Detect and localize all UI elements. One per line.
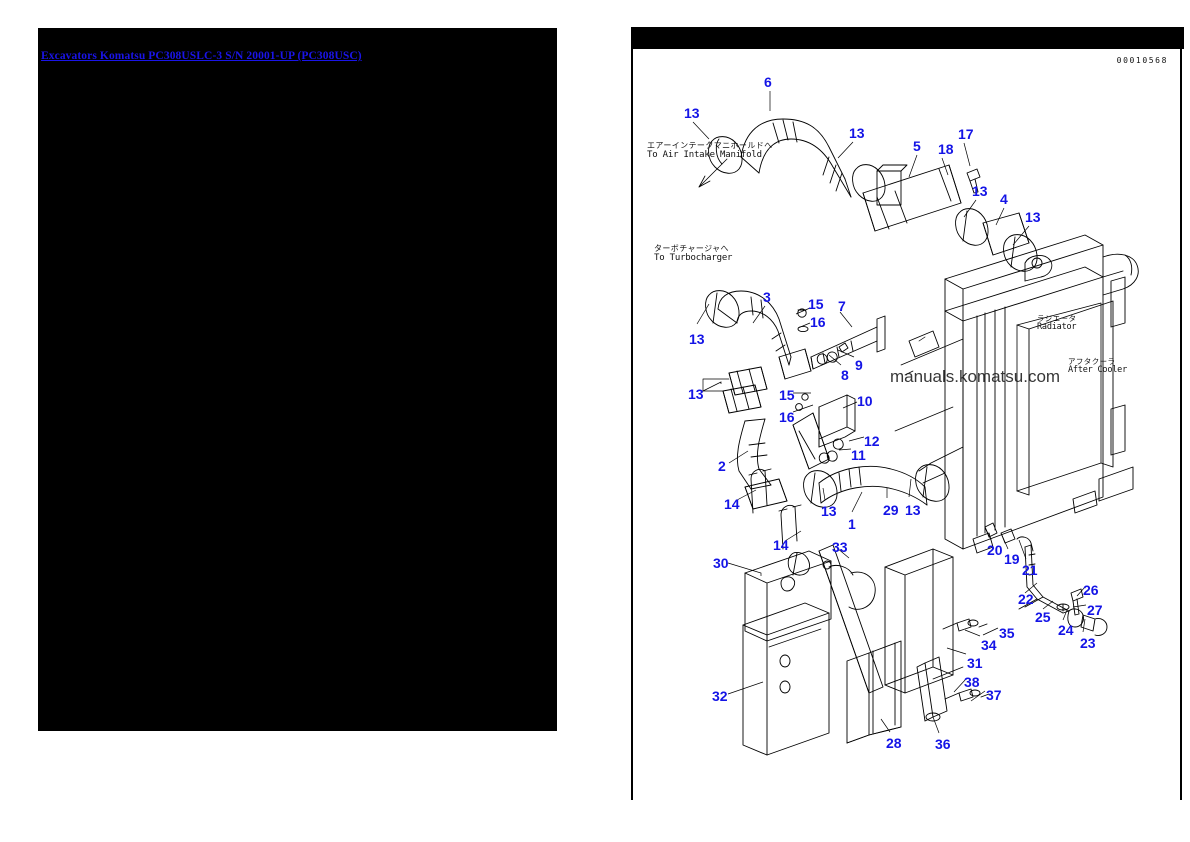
callout-number: 34 xyxy=(981,637,997,653)
callout-number: 13 xyxy=(821,503,837,519)
callout-number: 25 xyxy=(1035,609,1051,625)
callout-number: 28 xyxy=(886,735,902,751)
callout-number: 33 xyxy=(832,539,848,555)
callout-number: 15 xyxy=(808,296,824,312)
callout-number: 36 xyxy=(935,736,951,752)
callout-number: 14 xyxy=(773,537,789,553)
callout-number: 27 xyxy=(1087,602,1103,618)
callout-number: 24 xyxy=(1058,622,1074,638)
document-title-link[interactable]: Excavators Komatsu PC308USLC-3 S/N 20001… xyxy=(41,50,362,62)
callout-number: 6 xyxy=(764,74,772,90)
callout-number: 14 xyxy=(724,496,740,512)
annotation-en: Radiator xyxy=(1037,322,1077,333)
annotation-en: To Turbocharger xyxy=(654,252,733,263)
callout-number: 17 xyxy=(958,126,974,142)
sheet-code-label: 00010568 xyxy=(1116,56,1168,65)
annotation-en: To Air Intake Manifold xyxy=(647,149,762,160)
callout-number: 13 xyxy=(1025,209,1041,225)
callout-number: 29 xyxy=(883,502,899,518)
callout-number: 12 xyxy=(864,433,880,449)
callout-number: 21 xyxy=(1022,562,1038,578)
annotation-jp: ターボチャージャへ xyxy=(654,244,729,253)
callout-number: 2 xyxy=(718,458,726,474)
callout-number: 19 xyxy=(1004,551,1020,567)
callout-number: 22 xyxy=(1018,591,1034,607)
annotation-to-air-intake-manifold: エアーインテークマニホールドへ To Air Intake Manifold xyxy=(647,141,773,160)
annotation-after-cooler: アフタクーラ After Cooler xyxy=(1068,357,1128,376)
page-header-bar xyxy=(633,27,1184,49)
callout-number: 26 xyxy=(1083,582,1099,598)
callout-number: 23 xyxy=(1080,635,1096,651)
callout-number: 1 xyxy=(848,516,856,532)
callout-number: 10 xyxy=(857,393,873,409)
callout-number: 35 xyxy=(999,625,1015,641)
callout-number: 16 xyxy=(779,409,795,425)
annotation-jp: ラジエータ xyxy=(1037,314,1077,323)
callout-number: 16 xyxy=(810,314,826,330)
callout-number: 18 xyxy=(938,141,954,157)
callout-number: 13 xyxy=(905,502,921,518)
parts-line-drawing xyxy=(698,118,1139,756)
callout-number: 20 xyxy=(987,542,1003,558)
callout-number: 13 xyxy=(849,125,865,141)
callout-number: 3 xyxy=(763,289,771,305)
callout-number: 37 xyxy=(986,687,1002,703)
callout-number: 31 xyxy=(967,655,983,671)
callout-number: 5 xyxy=(913,138,921,154)
callout-number: 13 xyxy=(972,183,988,199)
callout-number: 13 xyxy=(684,105,700,121)
callout-number: 4 xyxy=(1000,191,1008,207)
callout-number: 9 xyxy=(855,357,863,373)
callout-number: 13 xyxy=(689,331,705,347)
callout-number: 30 xyxy=(713,555,729,571)
callout-number: 38 xyxy=(964,674,980,690)
annotation-en: After Cooler xyxy=(1068,365,1128,376)
callout-number: 7 xyxy=(838,298,846,314)
callout-number: 13 xyxy=(688,386,704,402)
annotation-jp: アフタクーラ xyxy=(1068,357,1116,366)
callout-number: 32 xyxy=(712,688,728,704)
annotation-to-turbocharger: ターボチャージャへ To Turbocharger xyxy=(654,244,733,263)
callout-number: 11 xyxy=(851,447,866,463)
callout-number: 8 xyxy=(841,367,849,383)
annotation-jp: エアーインテークマニホールドへ xyxy=(647,141,773,150)
callout-number: 15 xyxy=(779,387,795,403)
annotation-radiator: ラジエータ Radiator xyxy=(1037,314,1077,333)
parts-diagram-pane: 00010568 manuals.komatsu.com xyxy=(631,27,1184,800)
document-viewer-pane: Excavators Komatsu PC308USLC-3 S/N 20001… xyxy=(38,28,557,731)
